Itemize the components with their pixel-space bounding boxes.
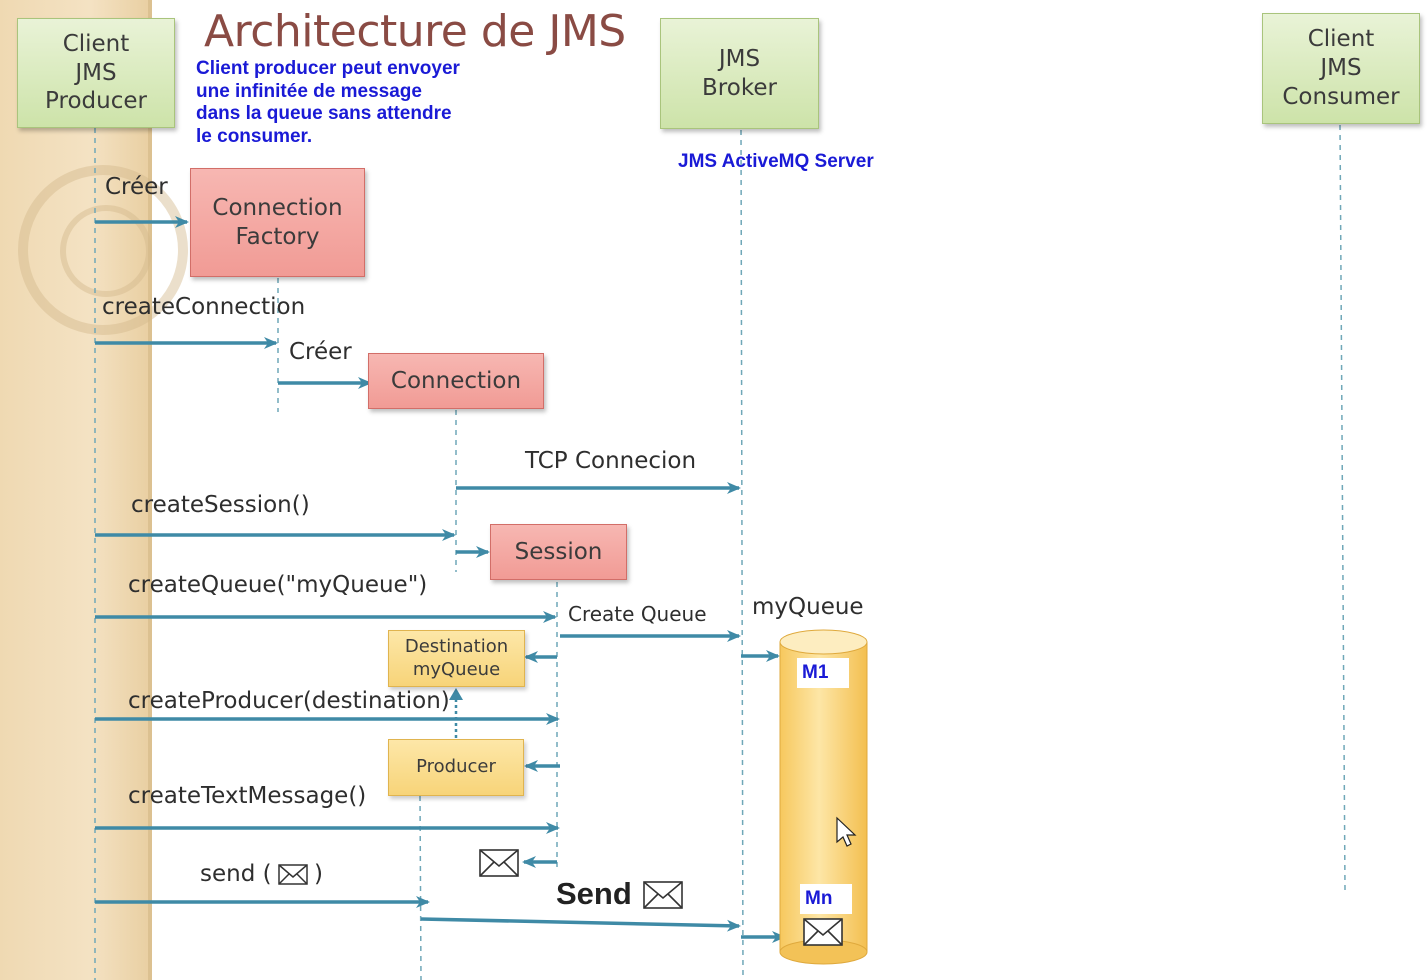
server-label: JMS ActiveMQ Server bbox=[678, 151, 874, 172]
small-envelope-icon bbox=[278, 864, 308, 885]
decorative-ring-small bbox=[60, 205, 152, 297]
connection-factory-box: Connection Factory bbox=[190, 168, 365, 277]
label-create-connection: createConnection bbox=[102, 294, 306, 320]
decorative-strip-edge bbox=[148, 0, 152, 980]
decorative-side-strip bbox=[0, 0, 150, 980]
label-send-big: Send bbox=[556, 876, 632, 911]
destination-link-head bbox=[449, 688, 463, 700]
label-creer-factory: Créer bbox=[105, 174, 168, 200]
producer-obj-lifeline bbox=[419, 795, 422, 980]
queue-first-message: M1 bbox=[797, 658, 849, 688]
queue-name: myQueue bbox=[752, 594, 864, 620]
label-create-producer: createProducer(destination) bbox=[128, 688, 450, 714]
send-envelope-icon bbox=[643, 881, 683, 909]
producer-object-box: Producer bbox=[388, 739, 524, 796]
label-tcp-connection: TCP Connecion bbox=[525, 448, 697, 474]
session-box: Session bbox=[490, 524, 627, 580]
consumer-lifeline-header: Client JMS Consumer bbox=[1262, 13, 1420, 124]
label-create-queue: createQueue("myQueue") bbox=[128, 572, 428, 598]
connection-box: Connection bbox=[368, 353, 544, 409]
page-title: Architecture de JMS bbox=[204, 6, 626, 57]
label-send-suffix: ) bbox=[314, 861, 323, 887]
envelope-icon bbox=[479, 849, 519, 877]
arrow-send-broker bbox=[420, 917, 741, 932]
label-creer-connection: Créer bbox=[289, 339, 352, 365]
queue-envelope-icon bbox=[803, 918, 843, 946]
consumer-lifeline bbox=[1339, 124, 1346, 891]
label-send-prefix: send ( bbox=[200, 861, 272, 887]
destination-box: Destination myQueue bbox=[388, 630, 525, 687]
label-create-queue-broker: Create Queue bbox=[568, 602, 707, 626]
label-create-session: createSession() bbox=[131, 492, 310, 518]
label-create-text-message: createTextMessage() bbox=[128, 783, 367, 809]
producer-lifeline-header: Client JMS Producer bbox=[17, 18, 175, 128]
broker-lifeline-header: JMS Broker bbox=[660, 18, 819, 129]
producer-note: Client producer peut envoyer une infinit… bbox=[196, 58, 460, 147]
broker-lifeline bbox=[740, 129, 744, 980]
queue-last-message: Mn bbox=[800, 884, 852, 914]
mouse-cursor-icon bbox=[836, 816, 857, 847]
decorative-ring bbox=[18, 165, 188, 335]
